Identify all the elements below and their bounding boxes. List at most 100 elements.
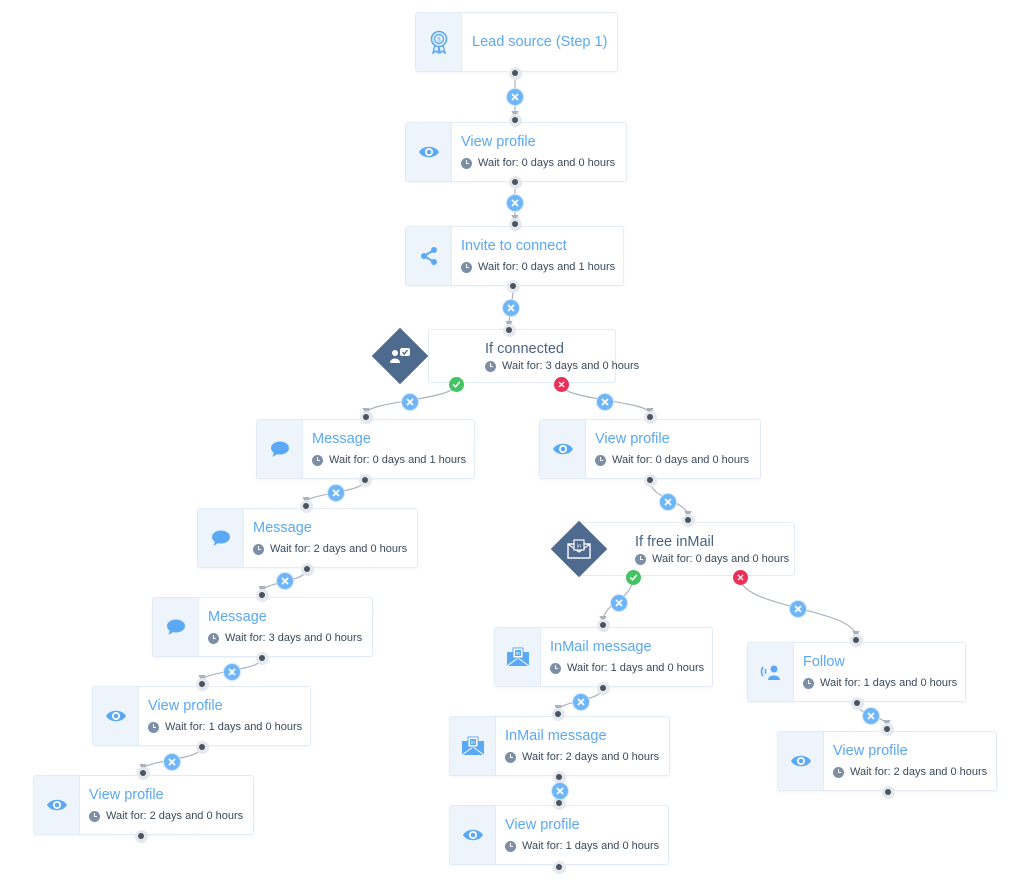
input-port[interactable] xyxy=(508,113,522,127)
output-port[interactable] xyxy=(195,740,209,754)
input-port[interactable] xyxy=(681,513,695,527)
input-port[interactable] xyxy=(195,677,209,691)
input-port[interactable] xyxy=(643,410,657,424)
delete-connection-button[interactable] xyxy=(502,299,520,317)
chat-bubble-icon xyxy=(153,598,199,656)
delete-connection-button[interactable] xyxy=(789,600,807,618)
delete-connection-button[interactable] xyxy=(327,484,345,502)
eye-icon xyxy=(540,420,586,478)
inmail-envelope-icon: in xyxy=(551,521,607,577)
node-title: If connected xyxy=(485,341,564,357)
wait-prefix: Wait for: xyxy=(225,632,266,644)
award-badge-icon: $ xyxy=(416,13,462,71)
input-port[interactable] xyxy=(596,618,610,632)
node-title: Follow xyxy=(803,654,845,670)
output-port[interactable] xyxy=(596,681,610,695)
output-port[interactable] xyxy=(850,696,864,710)
input-port[interactable] xyxy=(255,588,269,602)
input-port[interactable] xyxy=(551,707,565,721)
delete-connection-button[interactable] xyxy=(223,663,241,681)
delete-connection-button[interactable] xyxy=(163,753,181,771)
wait-time: Wait for: 3 days and 0 hours xyxy=(208,632,362,644)
wait-value: 0 days and 0 hours xyxy=(655,454,750,466)
output-port[interactable] xyxy=(508,66,522,80)
wait-time: Wait for: 2 days and 0 hours xyxy=(89,810,243,822)
output-port[interactable] xyxy=(643,473,657,487)
inmail-envelope-icon: in xyxy=(495,628,541,686)
node-title: InMail message xyxy=(505,728,607,744)
wait-time: Wait for: 0 days and 1 hours xyxy=(312,454,466,466)
close-icon xyxy=(507,304,515,312)
wait-value: 0 days and 0 hours xyxy=(695,553,790,565)
clock-icon xyxy=(833,766,844,778)
wait-prefix: Wait for: xyxy=(165,721,206,733)
output-port[interactable] xyxy=(255,651,269,665)
output-port[interactable] xyxy=(506,279,520,293)
input-port[interactable] xyxy=(502,323,516,337)
input-port[interactable] xyxy=(136,766,150,780)
delete-connection-button[interactable] xyxy=(572,693,590,711)
clock-icon xyxy=(803,677,814,689)
input-port[interactable] xyxy=(508,217,522,231)
delete-connection-button[interactable] xyxy=(596,393,614,411)
close-icon xyxy=(168,758,176,766)
output-port[interactable] xyxy=(881,785,895,799)
close-icon xyxy=(228,668,236,676)
input-port[interactable] xyxy=(849,633,863,647)
delete-connection-button[interactable] xyxy=(401,393,419,411)
wait-prefix: Wait for: xyxy=(270,543,311,555)
input-port[interactable] xyxy=(359,410,373,424)
wait-value: 2 days and 0 hours xyxy=(565,751,660,763)
delete-connection-button[interactable] xyxy=(862,707,880,725)
check-icon xyxy=(629,574,637,581)
node-title: InMail message xyxy=(550,639,652,655)
output-port[interactable] xyxy=(134,829,148,843)
clock-icon xyxy=(485,360,496,372)
wait-time: Wait for: 0 days and 0 hours xyxy=(461,157,615,169)
input-port[interactable] xyxy=(552,796,566,810)
output-port[interactable] xyxy=(300,562,314,576)
wait-prefix: Wait for: xyxy=(478,157,519,169)
no-branch-badge xyxy=(732,569,748,585)
node-title: Message xyxy=(208,609,267,625)
wait-value: 2 days and 0 hours xyxy=(313,543,408,555)
node-title: View profile xyxy=(595,431,670,447)
input-port[interactable] xyxy=(299,499,313,513)
close-icon xyxy=(867,712,875,720)
node-title: Message xyxy=(253,520,312,536)
input-port[interactable] xyxy=(880,722,894,736)
clock-icon xyxy=(505,751,516,763)
output-port[interactable] xyxy=(508,175,522,189)
eye-icon xyxy=(778,732,824,790)
check-icon xyxy=(452,381,460,388)
output-port[interactable] xyxy=(552,860,566,874)
delete-connection-button[interactable] xyxy=(506,194,524,212)
delete-connection-button[interactable] xyxy=(659,493,677,511)
delete-connection-button[interactable] xyxy=(551,782,569,800)
delete-connection-button[interactable] xyxy=(506,88,524,106)
action-node-lead[interactable]: $Lead source (Step 1) xyxy=(415,12,618,72)
clock-icon xyxy=(253,543,264,555)
wait-time: Wait for: 0 days and 0 hours xyxy=(595,454,749,466)
output-port[interactable] xyxy=(358,473,372,487)
delete-connection-button[interactable] xyxy=(276,572,294,590)
eye-icon xyxy=(406,123,452,181)
delete-connection-button[interactable] xyxy=(610,594,628,612)
svg-text:$: $ xyxy=(437,38,441,44)
output-port[interactable] xyxy=(552,770,566,784)
